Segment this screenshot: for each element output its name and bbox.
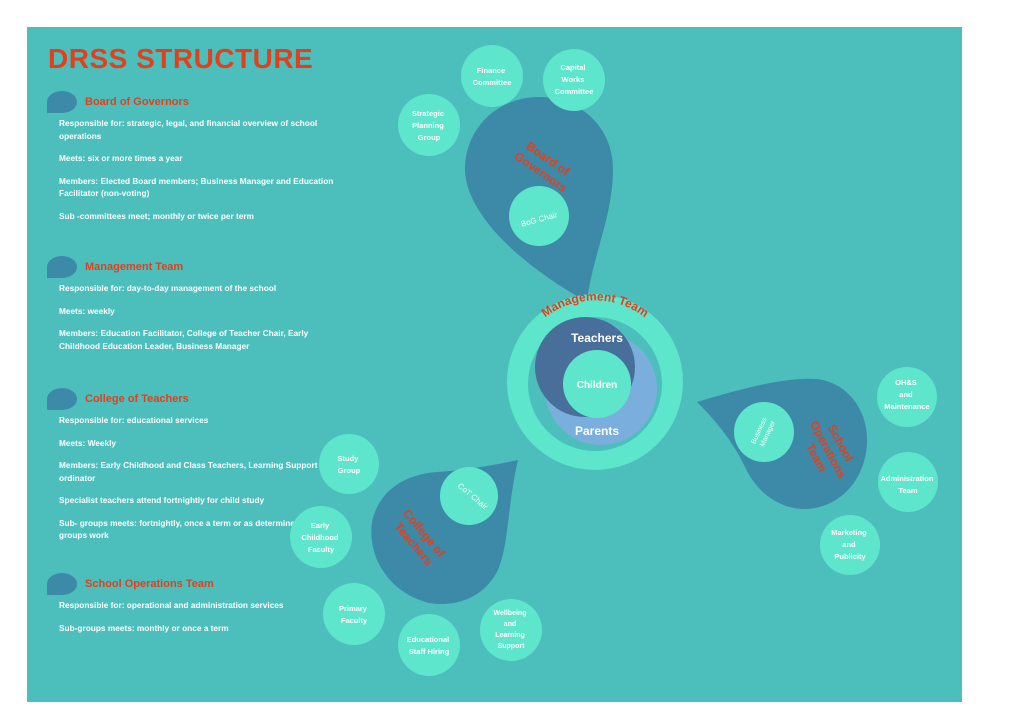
section-line: Meets: weekly: [59, 305, 115, 316]
section-line: Specialist teachers attend fortnightly f…: [59, 495, 265, 505]
section-line: Sub- groups meets: fortnightly, once a t…: [59, 517, 327, 541]
wellbeing-label: Wellbeing and Learning Support: [494, 610, 529, 650]
primary-faculty-node: [323, 583, 385, 645]
drop-icon: [47, 573, 77, 595]
board-chair-node: [509, 186, 569, 246]
drop-icon: [47, 256, 77, 278]
section-line: Responsible for: operational and adminis…: [59, 600, 284, 610]
section-line: Sub -committees meet; monthly or twice p…: [59, 210, 255, 221]
wellbeing-node: [480, 599, 542, 661]
section-college: College of Teachers Responsible for: edu…: [47, 388, 337, 552]
strategic-planning-label: Strategic Planning Group: [412, 109, 446, 142]
section-management: Management Team Responsible for: day-to-…: [47, 256, 337, 362]
administration-label: Administration Team: [880, 474, 935, 495]
early-childhood-node: [290, 506, 352, 568]
section-line: Responsible for: educational services: [59, 415, 209, 425]
section-title: Management Team: [85, 261, 184, 273]
board-group: Board of Governors BoG Chair Finance Com…: [398, 45, 613, 302]
section-line: Sub-groups meets: monthly or once a term: [59, 622, 229, 633]
staff-hiring-label: Educational Staff Hiring: [407, 635, 452, 656]
section-title: College of Teachers: [85, 393, 189, 405]
section-line: Members: Elected Board members; Business…: [59, 175, 334, 199]
section-line: Meets: six or more times a year: [59, 153, 183, 163]
strategic-planning-node: [398, 94, 460, 156]
college-chair-node: [440, 467, 498, 525]
early-childhood-label: Early Childhood Faculty: [301, 521, 340, 554]
section-title: School Operations Team: [85, 578, 214, 590]
section-line: Responsible for: day-to-day management o…: [59, 283, 277, 293]
staff-hiring-node: [398, 614, 460, 676]
capital-works-node: [543, 49, 605, 111]
children-label: Children: [577, 380, 618, 391]
structure-panel: DRSS STRUCTURE Board of Governors Respon…: [27, 27, 962, 702]
section-line: Members: Education Facilitator, College …: [59, 328, 309, 351]
primary-faculty-label: Primary Faculty: [339, 604, 369, 625]
business-manager-node: [734, 402, 794, 462]
ohs-node: [877, 367, 937, 427]
section-line: Responsible for: strategic, legal, and f…: [59, 118, 318, 141]
finance-committee-node: [461, 45, 523, 107]
marketing-node: [820, 515, 880, 575]
operations-group: School Operations Team Business Manager …: [697, 367, 938, 575]
study-group-node: [319, 434, 379, 494]
section-operations: School Operations Team Responsible for: …: [47, 573, 337, 644]
section-line: Meets: Weekly: [59, 437, 117, 448]
ohs-label: OH&S and Maintenance: [884, 378, 929, 411]
administration-node: [878, 452, 938, 512]
college-group: College of Teachers CoT Chair Study Grou…: [290, 434, 542, 676]
teachers-label: Teachers: [571, 331, 623, 345]
section-line: Members: Early Childhood and Class Teach…: [59, 460, 334, 483]
finance-committee-label: Finance Committee: [473, 66, 512, 87]
page-title: DRSS STRUCTURE: [48, 43, 314, 74]
management-group: Management Team Teachers Parents Childre…: [507, 289, 683, 470]
parents-label: Parents: [575, 424, 619, 438]
drop-icon: [47, 388, 77, 410]
section-title: Board of Governors: [85, 96, 189, 108]
capital-works-label: Capital Works Committee: [555, 63, 594, 96]
structure-diagram: Board of Governors BoG Chair Finance Com…: [290, 45, 938, 676]
section-board: Board of Governors Responsible for: stra…: [47, 91, 337, 232]
drop-icon: [47, 91, 77, 113]
children-circle: [563, 350, 631, 418]
marketing-label: Marketing and Publicity: [831, 528, 869, 561]
study-group-label: Study Group: [338, 454, 361, 475]
